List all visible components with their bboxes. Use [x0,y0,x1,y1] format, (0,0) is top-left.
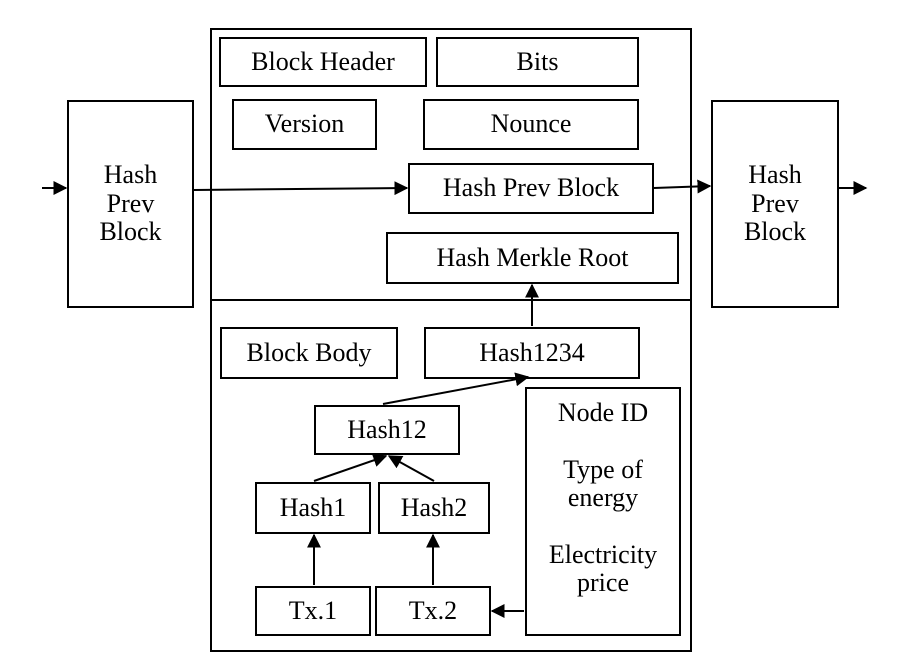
block-body-label: Block Body [220,327,398,379]
hash2-box: Hash2 [378,482,490,534]
electricity-price-label-2: price [577,568,629,598]
tx2-box: Tx.2 [375,586,491,636]
hash1-to-hash12-arrow [313,453,388,482]
next-block-label-3: Block [743,217,807,247]
prev-to-header-arrow [193,181,409,196]
version-box: Version [232,99,377,150]
prev-block-label-2: Prev [106,188,155,218]
hash1234-box: Hash1234 [424,327,640,379]
electricity-price-label-1: Electricity [548,539,658,569]
hash12-to-hash1234-arrow [382,372,530,405]
node-id-label: Node ID [557,398,649,427]
prev-block-label-1: Hash [103,160,158,190]
next-block-label-1: Hash [748,160,802,190]
type-of-energy-label-2: energy [567,483,639,513]
hash-merkle-root-box: Hash Merkle Root [386,232,679,284]
type-of-energy-label-1: Type of [563,454,643,484]
nounce-box: Nounce [423,99,639,150]
hash2-to-hash12-arrow [387,455,435,482]
prev-block-label-3: Block [99,217,162,247]
bits-box: Bits [436,37,639,87]
block-frame [210,28,692,652]
prev-block-box: Hash Prev Block [67,100,194,308]
tx1-box: Tx.1 [255,586,371,636]
next-block-box: Hash Prev Block [711,100,839,308]
header-to-next-arrow [653,179,712,194]
hash-prev-block-box: Hash Prev Block [408,163,654,214]
next-block-label-2: Prev [751,188,799,218]
header-body-divider [210,299,692,301]
hash1-box: Hash1 [255,482,371,534]
block-header-label: Block Header [219,37,427,87]
node-info-box: Node ID Type of energy Electricity price [525,387,681,636]
